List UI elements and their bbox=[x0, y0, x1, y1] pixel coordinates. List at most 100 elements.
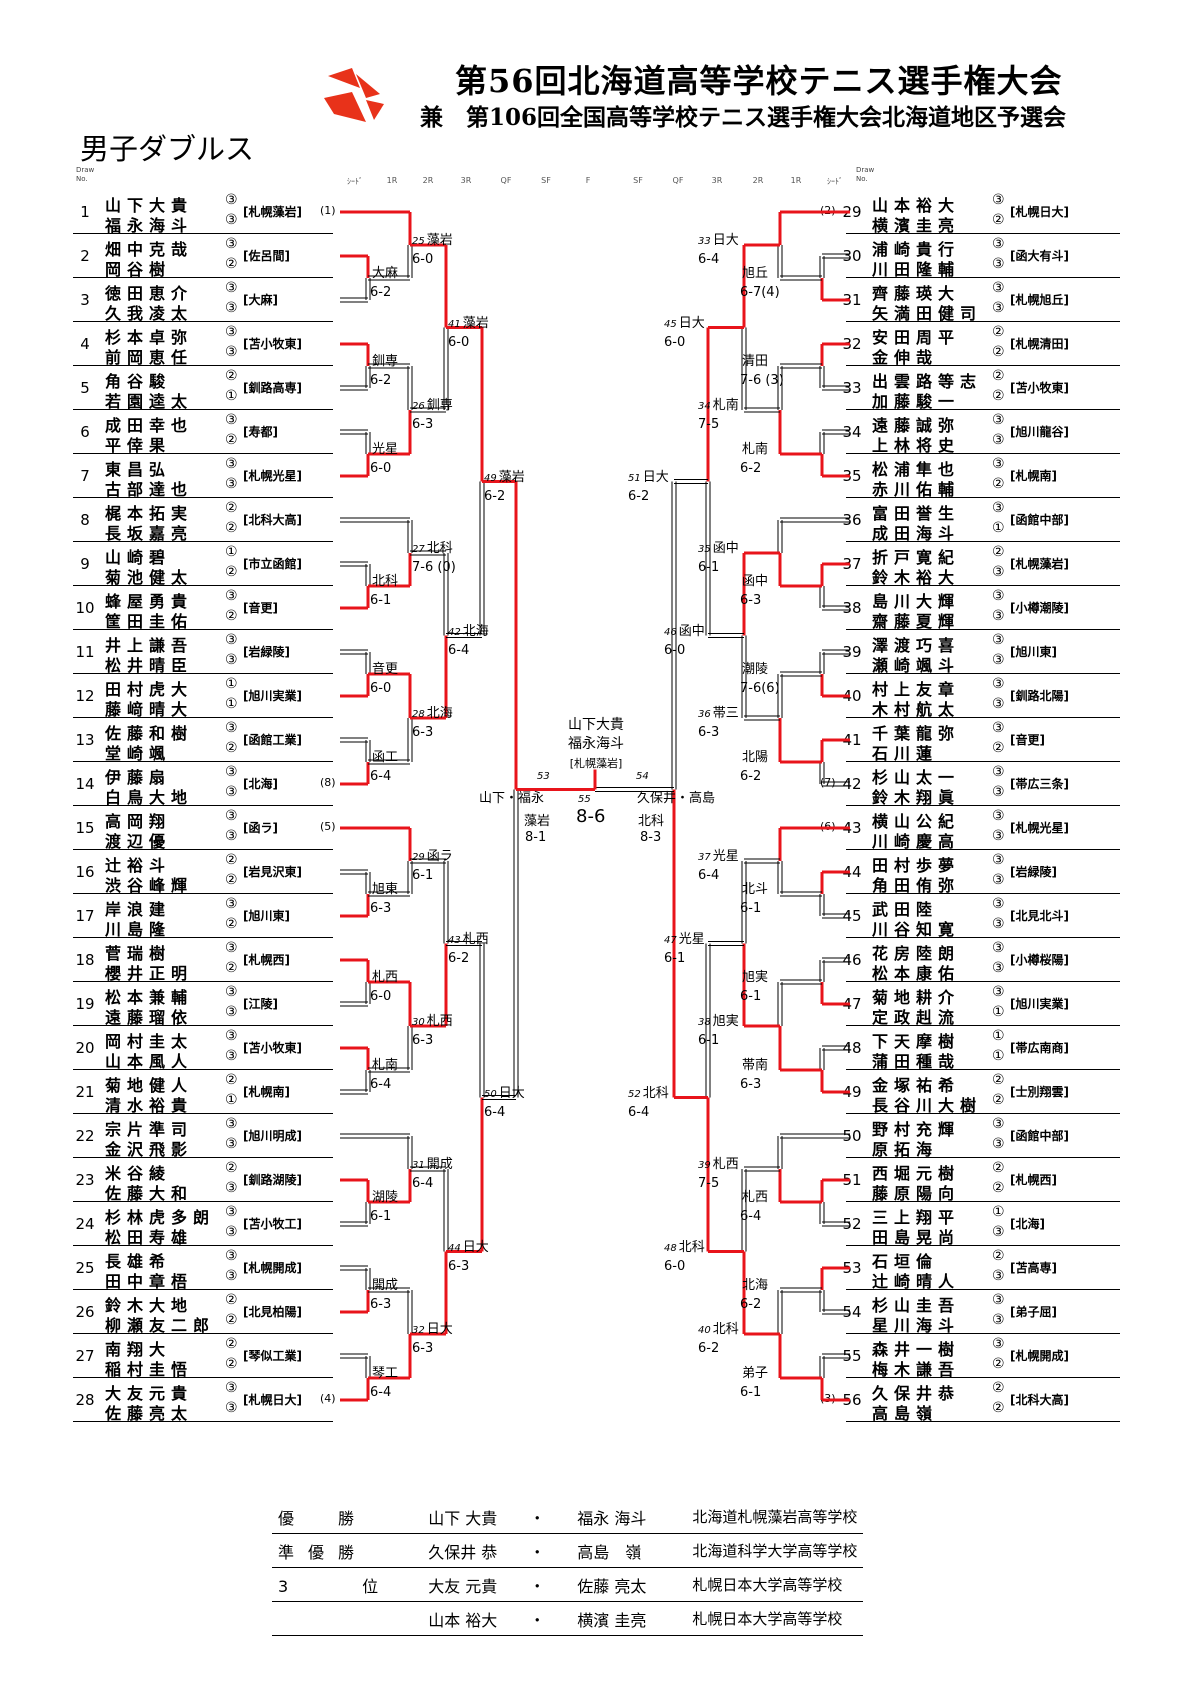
player-1-grade: ③ bbox=[225, 896, 238, 912]
school-name: [札幌開成] bbox=[1010, 1349, 1069, 1363]
entry-divider bbox=[846, 1113, 1120, 1114]
draw-number: 25 bbox=[75, 1259, 95, 1277]
player-1-grade: ③ bbox=[992, 588, 1005, 604]
podium-rank: 準優勝 bbox=[272, 1533, 399, 1568]
draw-number: 55 bbox=[842, 1347, 862, 1365]
player-1-grade: ③ bbox=[225, 324, 238, 340]
match-score: 6-4 bbox=[370, 1077, 392, 1092]
player-2-name: 若園逵太 bbox=[105, 392, 194, 411]
podium-school: 札幌日本大学高等学校 bbox=[652, 1567, 864, 1602]
school-name: [弟子屈] bbox=[1010, 1305, 1057, 1319]
player-1-grade: ③ bbox=[225, 192, 238, 208]
player-2-grade: ② bbox=[225, 916, 238, 932]
winner-school: 函中 bbox=[742, 574, 769, 589]
round-label-right: QF bbox=[672, 176, 684, 185]
player-2-grade: ③ bbox=[225, 1136, 238, 1152]
entry-divider bbox=[73, 1201, 333, 1202]
podium-rank: 3 位 bbox=[272, 1567, 399, 1602]
round-label-right: ｼｰﾄﾞ bbox=[827, 177, 843, 186]
player-2-grade: ① bbox=[225, 1092, 238, 1108]
podium-separator: ・ bbox=[503, 1567, 572, 1602]
school-name: [北見北斗] bbox=[1010, 909, 1069, 923]
player-2-grade: ② bbox=[225, 1356, 238, 1372]
player-2-name: 松井晴臣 bbox=[105, 656, 194, 675]
player-2-grade: ② bbox=[992, 1356, 1005, 1372]
match-score: 6-4 bbox=[412, 1176, 434, 1191]
player-2-name: 鈴木裕大 bbox=[872, 568, 961, 587]
round-label-left: QF bbox=[500, 176, 512, 185]
draw-number: 54 bbox=[842, 1303, 862, 1321]
round-label-right: 1R bbox=[790, 176, 802, 185]
match-score: 6-2 bbox=[698, 1341, 720, 1356]
player-2-name: 清水裕貴 bbox=[105, 1096, 194, 1115]
winner-school: 札南 bbox=[372, 1058, 399, 1073]
champion-player-2: 福永海斗 bbox=[568, 736, 624, 752]
entry-divider bbox=[846, 1069, 1120, 1070]
player-1-name: 杉山太一 bbox=[872, 768, 961, 787]
entry-divider bbox=[73, 277, 333, 278]
entry-divider bbox=[73, 981, 333, 982]
match-score: 6-0 bbox=[412, 252, 434, 267]
seed-number: (8) bbox=[320, 776, 336, 789]
round-label-left: F bbox=[585, 176, 591, 185]
player-1-name: 西堀元樹 bbox=[872, 1164, 961, 1183]
player-2-grade: ① bbox=[225, 388, 238, 404]
school-name: [釧路湖陵] bbox=[243, 1173, 302, 1187]
final-result: 山下大貴 福永海斗 [札幌藻岩] bbox=[558, 716, 634, 773]
player-1-name: 伊藤扇 bbox=[105, 768, 172, 787]
school-name: [札幌清田] bbox=[1010, 337, 1069, 351]
entry-divider bbox=[73, 717, 333, 718]
winner-school: 開成 bbox=[372, 1278, 399, 1293]
player-1-grade: ① bbox=[225, 544, 238, 560]
player-1-name: 佐藤和樹 bbox=[105, 724, 194, 743]
winner-school: 北科 bbox=[712, 1322, 739, 1337]
player-1-grade: ③ bbox=[225, 940, 238, 956]
round-label-left: 1R bbox=[386, 176, 398, 185]
entry-divider bbox=[846, 1333, 1120, 1334]
player-2-name: 瀬崎颯斗 bbox=[872, 656, 961, 675]
round-label-left: 3R bbox=[460, 176, 472, 185]
player-2-name: 白鳥大地 bbox=[105, 788, 194, 807]
player-1-grade: ③ bbox=[992, 500, 1005, 516]
draw-number: 20 bbox=[75, 1039, 95, 1057]
player-1-grade: ② bbox=[992, 1380, 1005, 1396]
player-1-grade: ③ bbox=[225, 984, 238, 1000]
player-2-grade: ① bbox=[225, 696, 238, 712]
draw-number: 1 bbox=[80, 203, 90, 221]
school-name: [小樽潮陵] bbox=[1010, 601, 1069, 615]
entry-divider bbox=[73, 1421, 333, 1422]
event-title: 男子ダブルス bbox=[80, 132, 255, 166]
player-2-grade: ② bbox=[992, 1180, 1005, 1196]
entry-divider bbox=[846, 849, 1120, 850]
winner-school: 光星 bbox=[678, 931, 705, 947]
entry-divider bbox=[73, 497, 333, 498]
player-1-name: 成田幸也 bbox=[105, 416, 194, 435]
match-score: 6-0 bbox=[664, 1258, 686, 1274]
player-2-name: 藤原陽向 bbox=[872, 1184, 961, 1203]
semifinal-right-number: 54 bbox=[636, 771, 649, 782]
round-label-right: 3R bbox=[711, 176, 723, 185]
match-number: 52 bbox=[628, 1088, 641, 1100]
match-number: 38 bbox=[698, 1017, 711, 1028]
school-name: [旭川龍谷] bbox=[1010, 425, 1069, 439]
match-number: 46 bbox=[664, 626, 677, 638]
winner-school: 北科 bbox=[372, 574, 399, 589]
podium-school: 北海道科学大学高等学校 bbox=[652, 1533, 864, 1568]
school-name: [音更] bbox=[1010, 733, 1045, 747]
